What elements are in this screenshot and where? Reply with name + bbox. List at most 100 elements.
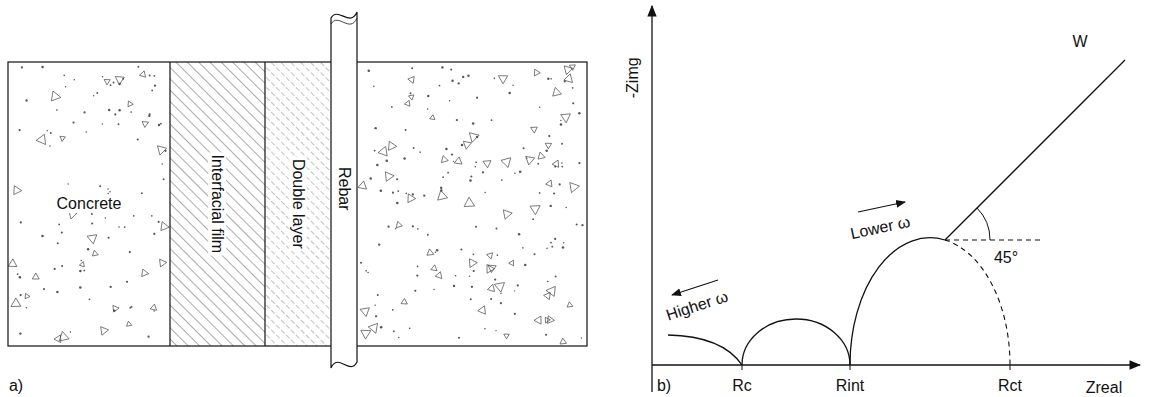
aggregate-dot: [512, 84, 514, 86]
aggregate-dot: [524, 264, 526, 266]
aggregate-dot: [129, 251, 131, 253]
aggregate-dot: [451, 79, 454, 82]
charge-transfer-arc: [850, 238, 945, 365]
aggregate-dot: [396, 178, 398, 180]
aggregate-dot: [110, 286, 112, 288]
aggregate-dot: [80, 260, 82, 262]
aggregate-dot: [514, 290, 515, 291]
aggregate-dot: [410, 92, 412, 94]
aggregate-dot: [473, 270, 475, 272]
aggregate-triangle: [478, 306, 486, 314]
aggregate-dot: [474, 166, 476, 168]
aggregate-dot: [405, 129, 407, 131]
aggregate-dot: [501, 179, 503, 181]
aggregate-dot: [450, 68, 452, 70]
aggregate-triangle: [488, 265, 496, 272]
aggregate-triangle: [87, 235, 97, 244]
aggregate-dot: [108, 237, 110, 239]
aggregate-dot: [409, 328, 411, 330]
aggregate-dot: [396, 202, 399, 205]
aggregate-triangle: [463, 141, 471, 149]
aggregate-triangle: [358, 181, 367, 189]
aggregate-dot: [149, 75, 151, 77]
aggregate-dot: [548, 135, 550, 137]
aggregate-dot: [158, 221, 160, 223]
aggregate-dot: [412, 225, 414, 227]
aggregate-dot: [72, 121, 74, 123]
panel-label: a): [9, 377, 23, 395]
aggregate-dot: [553, 192, 555, 194]
aggregate-triangle: [560, 338, 567, 344]
aggregate-dot: [471, 286, 473, 288]
aggregate-dot: [494, 78, 496, 80]
aggregate-dot: [154, 85, 156, 87]
aggregate-dot: [161, 163, 162, 164]
aggregate-triangle: [564, 66, 573, 75]
aggregate-dot: [453, 285, 455, 287]
region-label: Rebar: [335, 165, 353, 213]
tick: [1010, 365, 1011, 370]
aggregate-triangle: [104, 80, 110, 85]
aggregate-dot: [99, 185, 101, 187]
aggregate-dot: [519, 171, 522, 174]
aggregate-triangle: [408, 77, 414, 84]
double-layer-hatch: [265, 62, 331, 346]
aggregate-triangle: [567, 302, 573, 307]
aggregate-dot: [61, 265, 63, 267]
axis-label: Zreal: [1086, 379, 1122, 397]
aggregate-dot: [419, 151, 421, 153]
aggregate-dot: [163, 178, 165, 180]
aggregate-triangle: [501, 158, 511, 168]
aggregate-dot: [149, 115, 151, 117]
aggregate-dot: [395, 228, 396, 229]
aggregate-triangle: [526, 156, 535, 165]
aggregate-triangle: [564, 74, 573, 83]
aggregate-dot: [467, 75, 469, 77]
aggregate-dot: [433, 289, 435, 291]
aggregate-dot: [451, 153, 453, 155]
aggregate-dot: [500, 302, 502, 304]
aggregate-dot: [475, 161, 477, 163]
aggregate-dot: [413, 147, 415, 149]
aggregate-dot: [83, 270, 85, 272]
aggregate-dot: [578, 112, 580, 114]
aggregate-dot: [63, 75, 65, 77]
aggregate-dot: [385, 159, 388, 162]
aggregate-triangle: [504, 334, 510, 339]
aggregate-dot: [534, 253, 536, 255]
aggregate-dot: [41, 66, 43, 68]
aggregate-triangle: [441, 156, 448, 163]
aggregate-triangle: [487, 284, 494, 291]
aggregate-dot: [133, 215, 135, 217]
tick: [742, 365, 743, 370]
aggregate-triangle: [385, 172, 394, 182]
aggregate-dot: [559, 183, 561, 185]
aggregate-dot: [137, 139, 139, 141]
band-boundary: [169, 62, 170, 346]
aggregate-dot: [74, 79, 76, 81]
aggregate-dot: [375, 315, 377, 317]
aggregate-dot: [160, 123, 162, 125]
aggregate-dot: [151, 215, 153, 217]
aggregate-dot: [494, 279, 496, 281]
aggregate-dot: [578, 162, 580, 164]
aggregate-dot: [377, 294, 379, 296]
aggregate-dot: [475, 226, 477, 228]
aggregate-dot: [369, 177, 371, 179]
aggregate-dot: [50, 132, 52, 134]
aggregate-dot: [89, 298, 91, 300]
aggregate-triangle: [54, 335, 61, 343]
aggregate-dot: [539, 107, 540, 108]
aggregate-dot: [484, 192, 485, 193]
aggregate-dot: [93, 95, 94, 96]
region-label: Interfacial film: [209, 153, 227, 256]
aggregate-dot: [79, 270, 81, 272]
aggregate-triangle: [51, 91, 60, 101]
aggregate-triangle: [160, 259, 167, 267]
aggregate-triangle: [531, 127, 538, 133]
aggregate-dot: [118, 226, 120, 228]
aggregate-dot: [376, 164, 379, 167]
aggregate-dot: [484, 328, 486, 330]
aggregate-dot: [126, 281, 128, 283]
